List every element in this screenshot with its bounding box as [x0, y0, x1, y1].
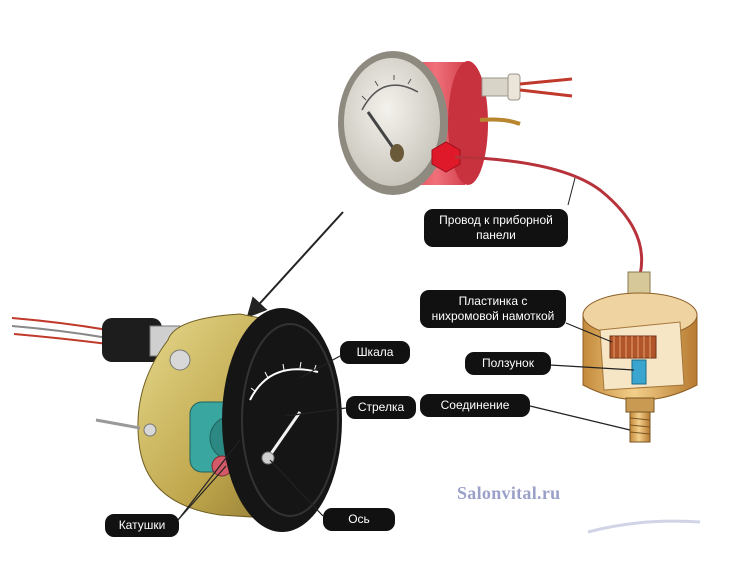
watermark-text: Salonvital.ru	[457, 483, 561, 503]
label-plate: Пластинка с нихромовой намоткой	[420, 290, 566, 328]
cutaway-bezel	[222, 308, 342, 532]
gauge-cutaway	[11, 308, 342, 532]
pressure-sensor	[582, 271, 698, 443]
label-needle: Стрелка	[346, 396, 416, 419]
detail-arrow	[246, 211, 344, 318]
dashboard-gauge	[338, 51, 573, 195]
label-axis: Ось	[323, 508, 395, 531]
sensor-fitting	[625, 397, 655, 413]
label-coils: Катушки	[105, 514, 179, 537]
gauge-dial	[344, 58, 440, 186]
cutaway-needle	[266, 411, 302, 459]
gauge-needle	[366, 111, 398, 153]
label-connection: Соединение	[420, 394, 530, 417]
gauge-scale	[361, 84, 419, 111]
cutaway-scale	[249, 368, 319, 401]
nichrome-plate	[609, 335, 657, 359]
label-wire: Провод к приборной панели	[424, 209, 568, 247]
signal-wire	[454, 155, 644, 276]
label-scale: Шкала	[340, 341, 410, 364]
label-slider: Ползунок	[465, 352, 551, 375]
slider-part	[631, 359, 647, 385]
gauge-wire-top	[519, 77, 573, 86]
cutaway-wire-red	[11, 317, 109, 331]
gauge-nut	[431, 141, 461, 173]
cutaway-connector	[102, 318, 162, 362]
